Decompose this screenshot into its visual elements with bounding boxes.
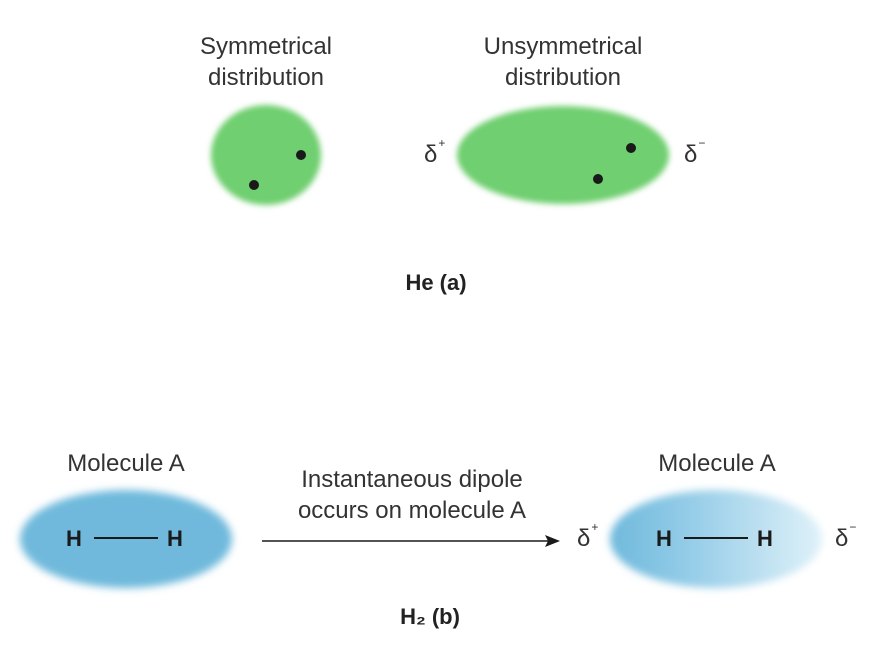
delta-plus-a: δ+ — [424, 136, 445, 169]
minus-sign: − — [849, 520, 857, 534]
caption-a: He (a) — [405, 270, 467, 295]
plus-sign: + — [591, 520, 599, 534]
delta-plus-b: δ+ — [577, 520, 598, 553]
molecule-a-label-left: Molecule A — [67, 450, 185, 477]
molecule-a-label-right: Molecule A — [658, 450, 776, 477]
symmetric-electron-cloud — [211, 105, 321, 205]
delta-symbol: δ — [424, 141, 438, 168]
hydrogen-atom: H — [66, 526, 82, 551]
arrow-head — [545, 535, 560, 547]
electron-dot — [296, 150, 306, 160]
unsymmetric-electron-cloud — [457, 106, 669, 204]
electron-dot — [593, 174, 603, 184]
symmetrical-label: Symmetrical distribution — [199, 33, 332, 91]
electron-dot — [626, 143, 636, 153]
delta-symbol: δ — [577, 525, 591, 552]
plus-sign: + — [438, 136, 446, 150]
delta-minus-a: δ− — [684, 136, 705, 169]
arrow-label: Instantaneous dipole occurs on molecule … — [297, 466, 527, 524]
electron-dot — [249, 180, 259, 190]
minus-sign: − — [698, 136, 706, 150]
delta-minus-b: δ− — [835, 520, 856, 553]
hydrogen-atom: H — [167, 526, 183, 551]
unsymmetrical-label: Unsymmetrical distribution — [483, 33, 643, 91]
delta-symbol: δ — [684, 141, 698, 168]
hydrogen-atom: H — [656, 526, 672, 551]
caption-b: H₂ (b) — [400, 604, 460, 629]
delta-symbol: δ — [835, 525, 849, 552]
hydrogen-atom: H — [757, 526, 773, 551]
